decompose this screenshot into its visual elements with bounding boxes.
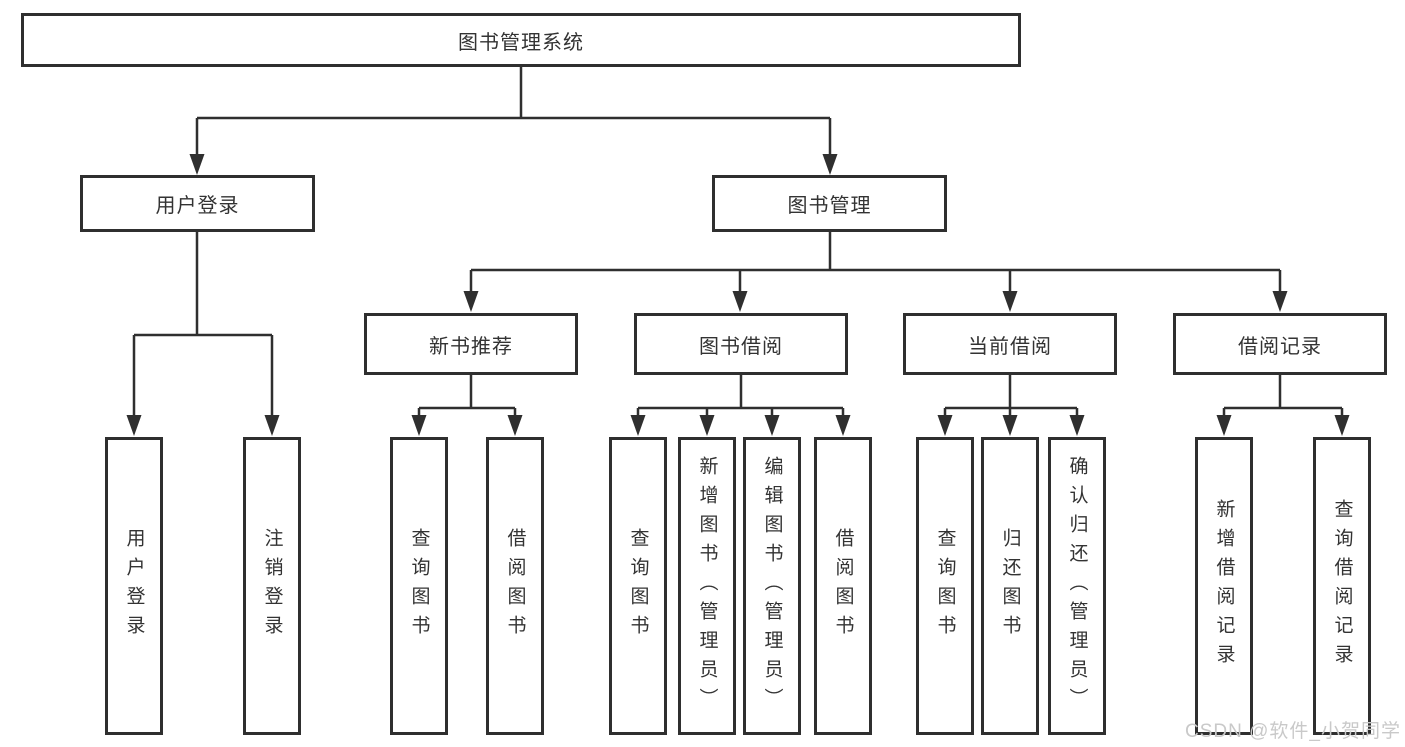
connector-new-book-recommend-to-leaves: [411, 375, 523, 436]
node-leaf-confirm-return-admin: 确认归还（管理员）: [1048, 437, 1106, 735]
node-book-management: 图书管理: [712, 175, 947, 232]
arrow-down-icon: [835, 415, 851, 436]
node-leaf-query-books-current-label: 查询图书: [934, 528, 956, 644]
arrow-down-icon: [1069, 415, 1085, 436]
node-leaf-borrow-books-recommend: 借阅图书: [486, 437, 544, 735]
arrow-down-icon: [411, 415, 427, 436]
node-leaf-edit-book-admin-label: 编辑图书（管理员）: [761, 455, 783, 717]
node-leaf-add-borrow-record: 新增借阅记录: [1195, 437, 1253, 735]
node-borrow-records-label: 借阅记录: [1238, 335, 1322, 358]
arrow-down-icon: [1216, 415, 1232, 436]
arrow-down-icon: [822, 154, 838, 175]
node-leaf-logout: 注销登录: [243, 437, 301, 735]
node-leaf-borrow-books-borrow: 借阅图书: [814, 437, 872, 735]
connector-book-borrow-to-leaves: [630, 375, 851, 436]
node-leaf-query-books-borrow-label: 查询图书: [627, 528, 649, 644]
node-leaf-borrow-books-borrow-label: 借阅图书: [832, 528, 854, 644]
node-book-management-label: 图书管理: [787, 195, 872, 217]
csdn-watermark: CSDN @软件_小贺同学: [1185, 721, 1401, 742]
arrow-down-icon: [732, 291, 748, 312]
node-book-borrow-label: 图书借阅: [699, 335, 783, 358]
connector-user-login-to-leaves: [126, 232, 280, 436]
node-new-book-recommend: 新书推荐: [364, 313, 578, 375]
node-leaf-logout-label: 注销登录: [261, 528, 283, 644]
arrow-down-icon: [1272, 291, 1288, 312]
arrow-down-icon: [463, 291, 479, 312]
node-leaf-return-books: 归还图书: [981, 437, 1039, 735]
connector-book-management-to-level3: [463, 232, 1288, 312]
node-leaf-query-books-recommend: 查询图书: [390, 437, 448, 735]
node-leaf-return-books-label: 归还图书: [999, 528, 1021, 644]
node-leaf-confirm-return-admin-label: 确认归还（管理员）: [1066, 455, 1088, 717]
arrow-down-icon: [1002, 291, 1018, 312]
node-leaf-add-borrow-record-label: 新增借阅记录: [1213, 499, 1235, 673]
node-leaf-query-books-current: 查询图书: [916, 437, 974, 735]
node-leaf-query-books-recommend-label: 查询图书: [408, 528, 430, 644]
node-leaf-add-book-admin: 新增图书（管理员）: [678, 437, 736, 735]
node-leaf-add-book-admin-label: 新增图书（管理员）: [696, 455, 718, 717]
node-user-login: 用户登录: [80, 175, 315, 232]
node-new-book-recommend-label: 新书推荐: [429, 335, 513, 358]
node-leaf-user-login-label: 用户登录: [123, 528, 145, 644]
node-root-label: 图书管理系统: [458, 31, 584, 54]
node-leaf-borrow-books-recommend-label: 借阅图书: [504, 528, 526, 644]
arrow-down-icon: [1002, 415, 1018, 436]
connector-borrow-records-to-leaves: [1216, 375, 1350, 436]
connector-root-to-level2: [189, 67, 838, 175]
node-leaf-query-borrow-record-label: 查询借阅记录: [1331, 499, 1353, 673]
arrow-down-icon: [937, 415, 953, 436]
arrow-down-icon: [507, 415, 523, 436]
node-leaf-query-books-borrow: 查询图书: [609, 437, 667, 735]
node-root: 图书管理系统: [21, 13, 1021, 67]
arrow-down-icon: [264, 415, 280, 436]
node-current-borrow: 当前借阅: [903, 313, 1117, 375]
node-leaf-query-borrow-record: 查询借阅记录: [1313, 437, 1371, 735]
node-borrow-records: 借阅记录: [1173, 313, 1387, 375]
arrow-down-icon: [189, 154, 205, 175]
node-user-login-label: 用户登录: [155, 195, 240, 217]
node-leaf-edit-book-admin: 编辑图书（管理员）: [743, 437, 801, 735]
node-book-borrow: 图书借阅: [634, 313, 848, 375]
arrow-down-icon: [1334, 415, 1350, 436]
arrow-down-icon: [126, 415, 142, 436]
arrow-down-icon: [630, 415, 646, 436]
arrow-down-icon: [764, 415, 780, 436]
node-current-borrow-label: 当前借阅: [968, 335, 1052, 358]
node-leaf-user-login: 用户登录: [105, 437, 163, 735]
arrow-down-icon: [699, 415, 715, 436]
connector-current-borrow-to-leaves: [937, 375, 1085, 436]
